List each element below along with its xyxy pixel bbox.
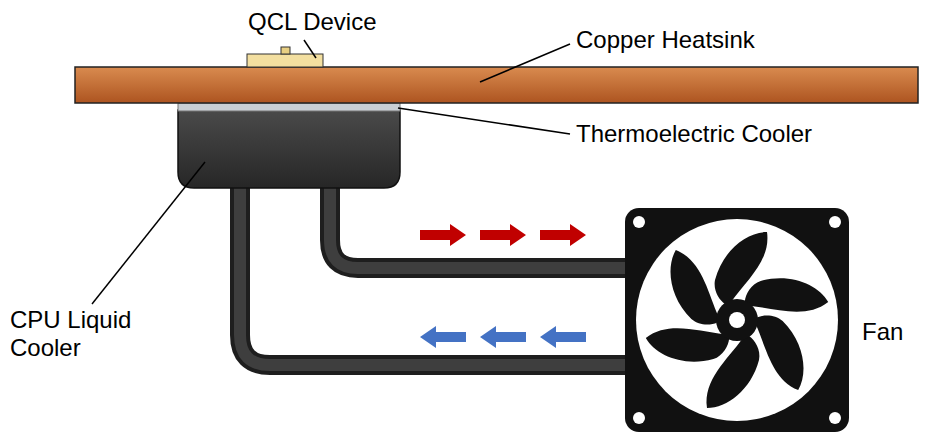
thermoelectric-cooler (178, 103, 400, 111)
coolant-tubes (240, 185, 632, 365)
flow-arrows (420, 224, 586, 348)
part-label: CPU Liquid Cooler (8, 306, 148, 362)
label-position: Thermoelectric Cooler (574, 120, 814, 148)
qcl-chip (247, 54, 323, 67)
copper-heatsink (75, 67, 918, 103)
part-label: Thermoelectric Cooler (574, 120, 814, 148)
part-label: QCL Device (246, 8, 378, 36)
flow-arrow (420, 326, 466, 348)
flow-arrow (540, 326, 586, 348)
part-label: Copper Heatsink (574, 26, 757, 54)
part-label: Fan (860, 318, 905, 346)
flow-arrow (480, 326, 526, 348)
label-position: CPU Liquid Cooler (8, 306, 148, 362)
label-position: QCL Device (246, 8, 378, 36)
flow-arrow (480, 224, 526, 246)
leader-lines (92, 40, 570, 304)
label-position: Fan (860, 318, 905, 346)
flow-arrow (540, 224, 586, 246)
fan (625, 208, 849, 432)
liquid-cooler-block (178, 110, 400, 188)
flow-arrow (420, 224, 466, 246)
qcl-ridge (281, 47, 290, 54)
label-position: Copper Heatsink (574, 26, 757, 54)
